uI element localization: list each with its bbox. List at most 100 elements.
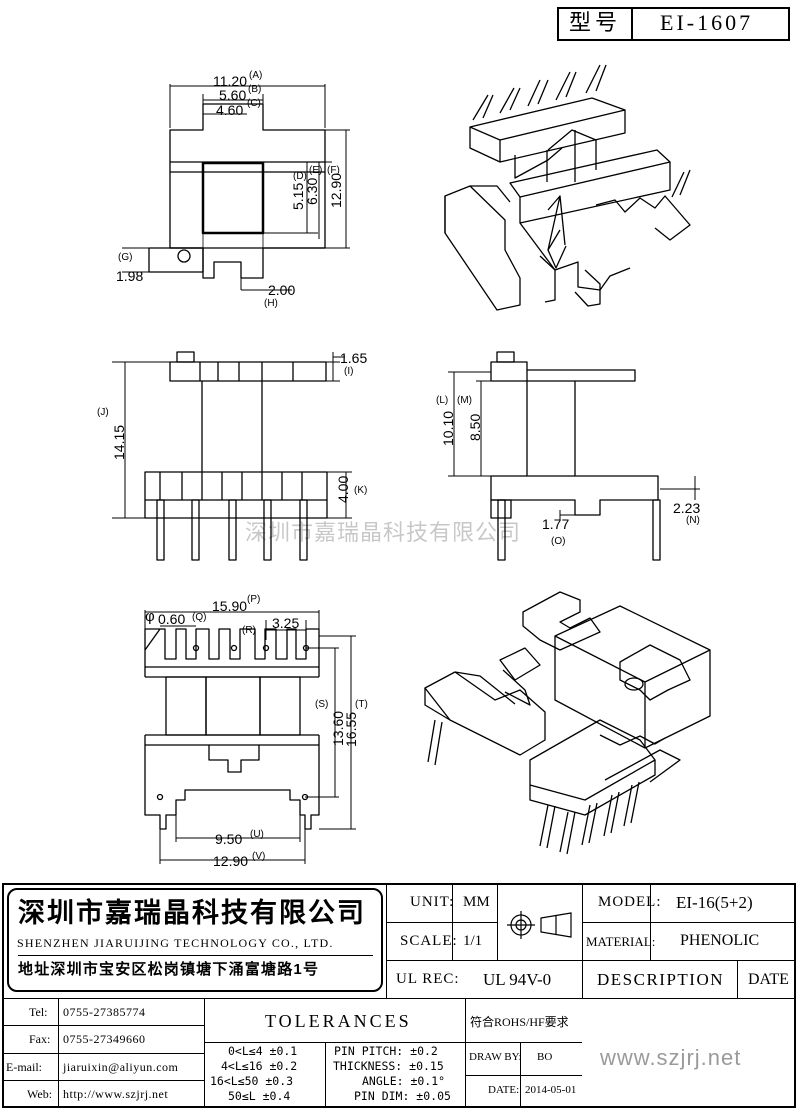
dim-p-tag: (P) bbox=[247, 594, 261, 605]
watermark: 深圳市嘉瑞晶科技有限公司 bbox=[245, 520, 522, 545]
dim-r-tag: (R) bbox=[242, 625, 256, 636]
tol-pin-line bbox=[325, 1042, 326, 1108]
dim-m-value: 8.50 bbox=[467, 413, 483, 441]
dim-i-value: 1.65 bbox=[340, 350, 368, 366]
website-watermark: www.szjrj.net bbox=[600, 1045, 742, 1070]
dim-l-value: 10.10 bbox=[440, 410, 456, 446]
drawn-by-value: BO bbox=[537, 1051, 553, 1063]
dim-b-value: 5.60 bbox=[219, 87, 247, 103]
model-tag-box bbox=[557, 7, 790, 41]
tolerances-label: TOLERANCES bbox=[265, 1011, 412, 1031]
company-name-cn: 深圳市嘉瑞晶科技有限公司 bbox=[18, 898, 366, 928]
dim-a-value: 11.20 bbox=[213, 73, 247, 89]
dim-j-tag: (J) bbox=[97, 407, 109, 418]
dim-c-value: 4.60 bbox=[216, 102, 244, 118]
grid-v-3 bbox=[497, 883, 498, 960]
grid-h-1 bbox=[386, 922, 497, 923]
pin-line-2: THICKNESS: ±0.15 bbox=[333, 1059, 444, 1073]
dim-m-tag: (M) bbox=[457, 395, 472, 406]
grid-v-5 bbox=[650, 883, 651, 960]
model-label: MODEL: bbox=[598, 894, 662, 910]
dim-c-tag: (C) bbox=[247, 98, 261, 109]
dim-v-tag: (V) bbox=[252, 851, 266, 862]
dim-h-tag: (H) bbox=[264, 298, 278, 309]
dim-g-value: 1.98 bbox=[116, 268, 144, 284]
dim-h-value: 2.00 bbox=[268, 282, 296, 298]
ul-label: UL REC: bbox=[396, 971, 460, 987]
email-label: E-mail: bbox=[6, 1060, 42, 1074]
tolerance-rohs-line bbox=[465, 998, 466, 1108]
side-view-dimensions bbox=[448, 371, 700, 520]
fax-value: 0755-27349660 bbox=[63, 1032, 146, 1046]
dim-s-tag: (S) bbox=[315, 699, 329, 710]
contact-row-3 bbox=[2, 1080, 204, 1081]
dim-r-value: 3.25 bbox=[272, 615, 300, 631]
rohs-note: 符合ROHS/HF要求 bbox=[470, 1015, 569, 1029]
grid-v-1 bbox=[386, 883, 387, 998]
unit-value: MM bbox=[463, 894, 490, 910]
fax-label: Fax: bbox=[29, 1032, 51, 1046]
company-divider bbox=[18, 955, 373, 956]
ul-value: UL 94V-0 bbox=[483, 970, 552, 989]
dim-u-tag: (U) bbox=[250, 829, 264, 840]
dim-q-prefix: φ bbox=[145, 608, 155, 625]
date-value: 2014-05-01 bbox=[525, 1084, 577, 1096]
dim-o-tag: (O) bbox=[551, 536, 566, 547]
top-view-dimensions bbox=[122, 84, 350, 291]
tol-line-1: 0<L≤4 ±0.1 bbox=[228, 1044, 298, 1058]
dim-p-value: 15.90 bbox=[212, 598, 248, 614]
dim-u-value: 9.50 bbox=[215, 831, 243, 847]
grid-h-3 bbox=[386, 960, 796, 961]
title-block bbox=[2, 883, 796, 1108]
web-value[interactable]: http://www.szjrj.net bbox=[63, 1087, 169, 1101]
scale-label: SCALE: bbox=[400, 933, 458, 949]
tel-value: 0755-27385774 bbox=[63, 1005, 146, 1019]
dim-t-value: 16.55 bbox=[343, 711, 359, 747]
tol-line-3: 16<L≤50 ±0.3 bbox=[210, 1074, 294, 1088]
pin-line-4: PIN DIM: ±0.05 bbox=[354, 1089, 451, 1103]
dim-g-tag: (G) bbox=[118, 252, 133, 263]
top-view bbox=[148, 103, 326, 290]
dim-v-value: 12.90 bbox=[213, 853, 249, 869]
dim-e-value: 6.30 bbox=[304, 177, 320, 205]
bottom-view bbox=[144, 628, 320, 830]
email-value[interactable]: jiaruixin@aliyun.com bbox=[63, 1060, 179, 1074]
dim-d-value: 5.15 bbox=[290, 182, 306, 210]
bottom-view-dimensions bbox=[144, 610, 356, 864]
pin-line-1: PIN PITCH: ±0.2 bbox=[334, 1044, 438, 1058]
web-label: Web: bbox=[27, 1087, 53, 1101]
dim-b-tag: (B) bbox=[248, 84, 262, 95]
model-tag-label: 型号 bbox=[569, 10, 622, 35]
model-tag-divider bbox=[631, 8, 633, 40]
material-label: MATERIAL: bbox=[586, 934, 656, 949]
contact-row-2 bbox=[2, 1053, 204, 1054]
dim-f-tag: (F) bbox=[327, 165, 340, 176]
front-view-dimensions bbox=[112, 352, 352, 519]
isometric-view-top bbox=[444, 64, 691, 311]
dim-n-tag: (N) bbox=[686, 515, 700, 526]
company-address: 地址深圳市宝安区松岗镇塘下涌富塘路1号 bbox=[18, 961, 320, 978]
model-value: EI-16(5+2) bbox=[676, 893, 753, 912]
material-value: PHENOLIC bbox=[680, 932, 760, 949]
tel-label: Tel: bbox=[29, 1005, 48, 1019]
dim-f-value: 12.90 bbox=[328, 172, 344, 208]
grid-v-4 bbox=[582, 883, 583, 998]
pin-line-3: ANGLE: ±0.1° bbox=[362, 1074, 446, 1088]
draw-row-line bbox=[465, 1075, 582, 1076]
grid-v-2 bbox=[452, 883, 453, 960]
contact-col-end bbox=[204, 998, 205, 1108]
unit-label: UNIT: bbox=[410, 894, 455, 910]
tol-line-2: 4<L≤16 ±0.2 bbox=[221, 1059, 298, 1073]
tol-line-4: 50≤L ±0.4 bbox=[228, 1089, 291, 1103]
dim-k-value: 4.00 bbox=[335, 475, 351, 503]
description-label: DESCRIPTION bbox=[597, 970, 725, 989]
date-header-label: DATE bbox=[748, 971, 789, 988]
dim-a-tag: (A) bbox=[249, 70, 263, 81]
grid-h-2 bbox=[582, 922, 796, 923]
contact-row-1 bbox=[2, 1025, 204, 1026]
model-tag-value: EI-1607 bbox=[660, 10, 754, 35]
dim-e-tag: (E) bbox=[309, 165, 323, 176]
tolerance-divider bbox=[204, 1042, 582, 1043]
isometric-view-bottom bbox=[424, 591, 711, 855]
